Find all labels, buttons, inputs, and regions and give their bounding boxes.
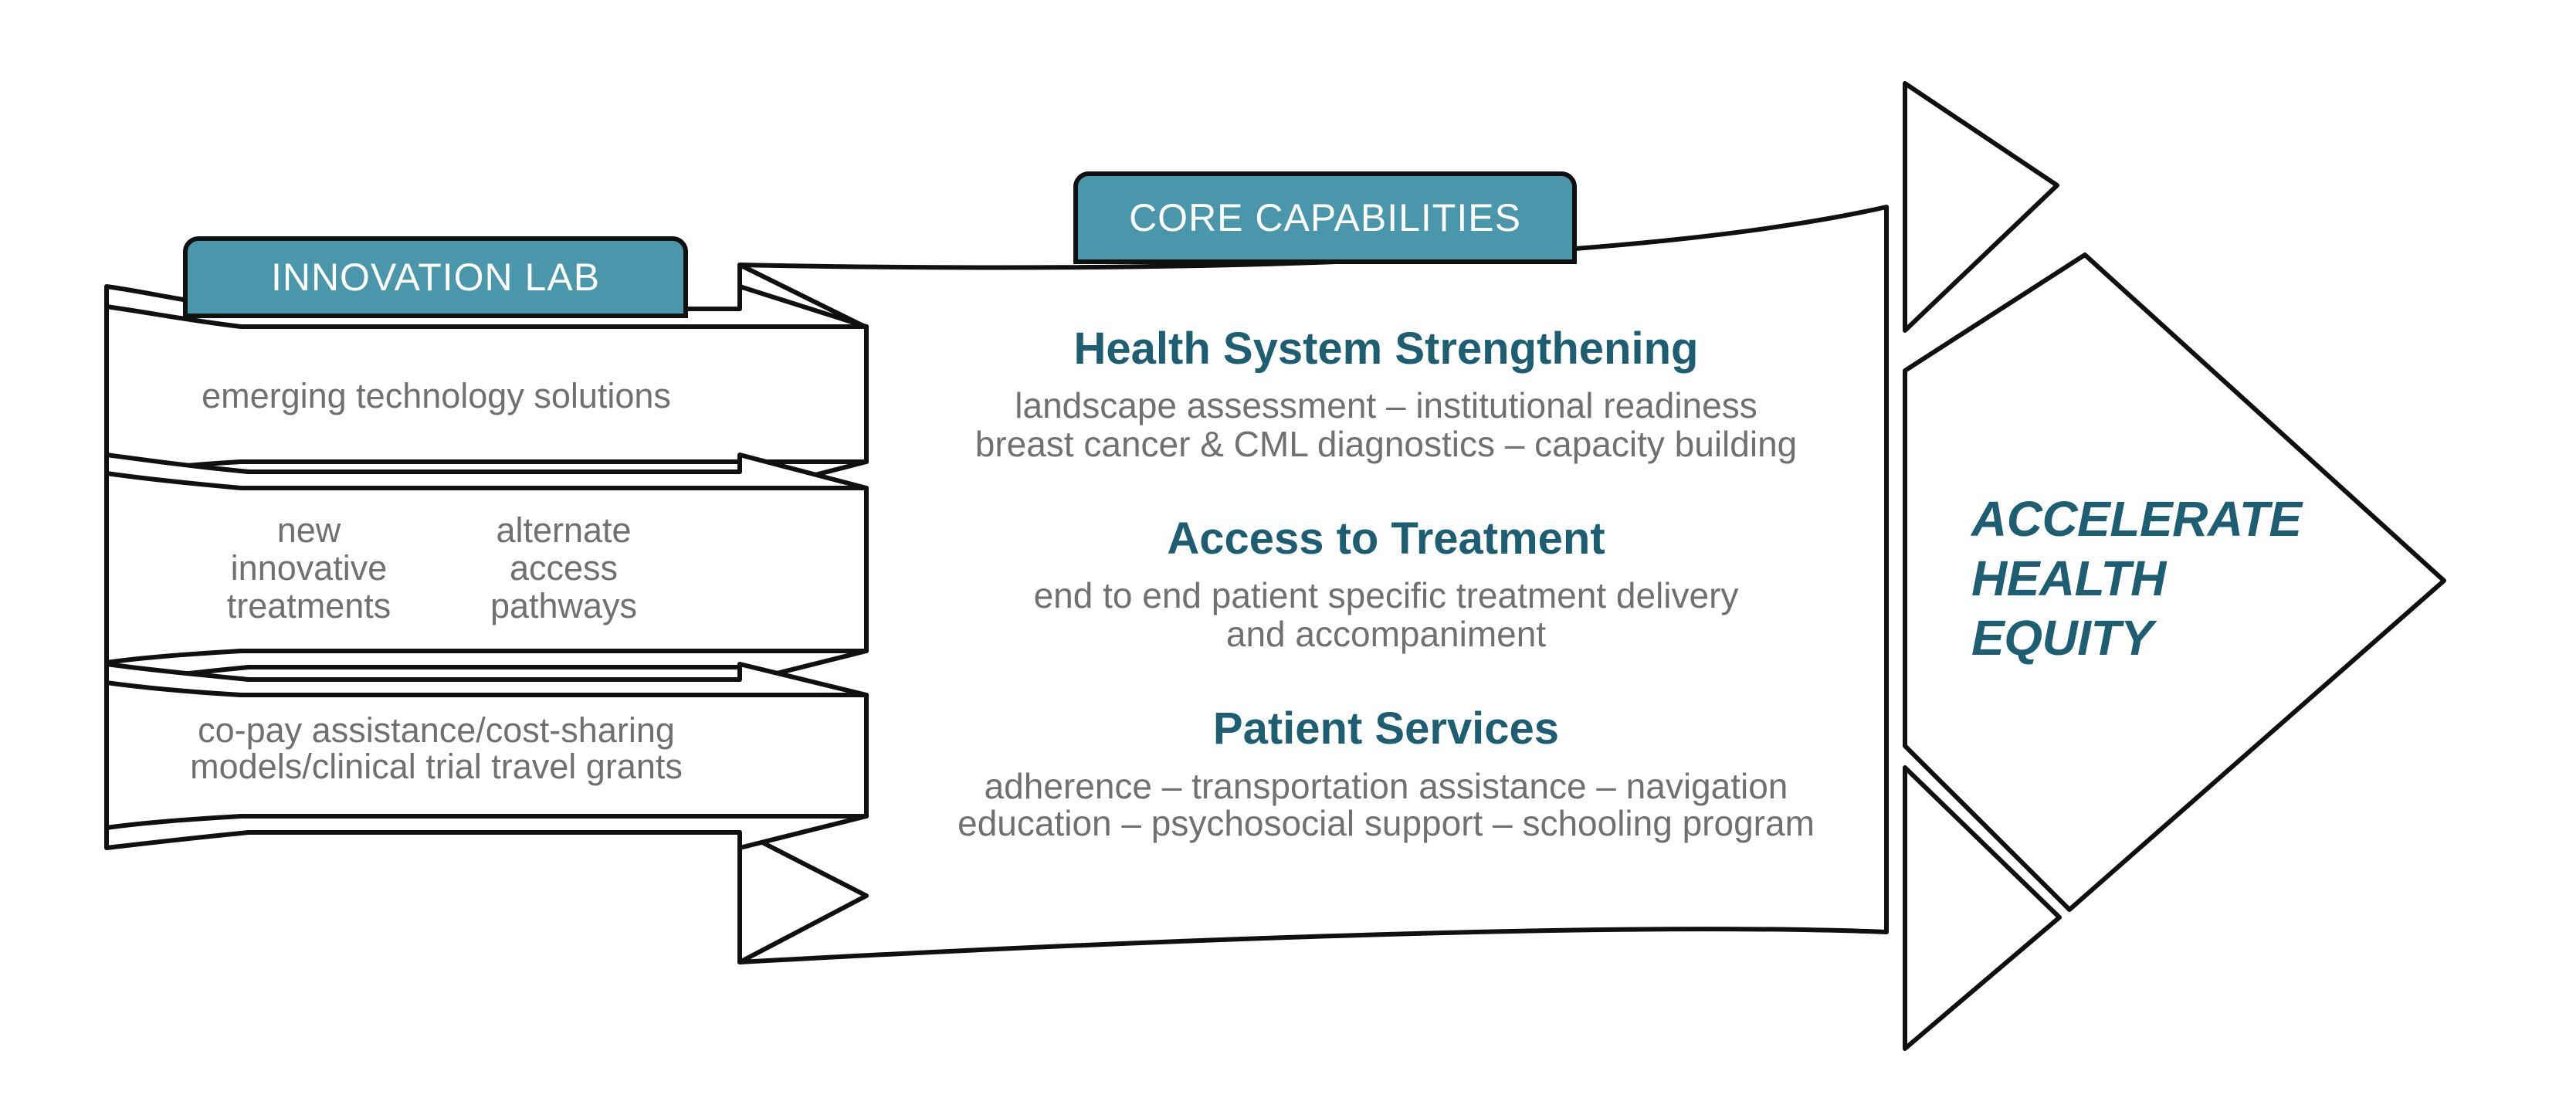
ps-line1: adherence – transportation assistance – … [984,766,1788,806]
ribbon-3-line1: co-pay assistance/cost-sharing [198,710,675,750]
section-access-to-treatment-body: end to end patient specific treatment de… [846,576,1927,653]
section-health-system-strengthening-heading: Health System Strengthening [1073,324,1699,374]
ribbon-2-col2-line3: pathways [490,586,638,625]
ribbon-2-col1-line2: innovative [230,548,388,588]
ribbon-2-inner-lines [104,471,869,665]
ribbon-2-col2-line2: access [509,548,619,588]
goal-line1: ACCELERATE [1971,491,2302,547]
section-patient-services-heading: Patient Services [1212,703,1560,754]
ribbon-3-line2: models/clinical trial travel grants [190,747,683,786]
section-patient-services-body: adherence – transportation assistance – … [846,768,1927,842]
ribbon-2-col1-label: new innovative treatments [193,511,425,625]
core-capabilities-title: CORE CAPABILITIES [1129,196,1521,239]
att-line1: end to end patient specific treatment de… [1033,575,1739,615]
ps-line2: education – psychosocial support – schoo… [958,803,1815,843]
goal-line2: HEALTH [1971,551,2166,606]
core-capabilities-header: CORE CAPABILITIES [1073,171,1577,264]
arrow-top-triangle [1903,81,2059,333]
core-banner-shape [737,205,1889,964]
ribbon-3-inner-lines [104,680,869,830]
hss-line1: landscape assessment – institutional rea… [1015,385,1757,425]
ribbon-2-col2-label: alternate access pathways [448,511,680,625]
section-access-to-treatment-heading: Access to Treatment [1167,514,1605,564]
ribbon-3-label: co-pay assistance/cost-sharing models/cl… [127,712,745,785]
section-health-system-strengthening-body: landscape assessment – institutional rea… [846,386,1927,463]
innovation-lab-header: INNOVATION LAB [183,236,688,318]
att-line2: and accompaniment [1225,614,1547,654]
arrow-bottom-triangle [1903,765,2062,1051]
goal-label: ACCELERATE HEALTH EQUITY [1971,490,2404,668]
ribbon-2-col1-line1: new [276,510,341,550]
goal-line3: EQUITY [1971,610,2154,666]
ribbon-2-col1-line3: treatments [226,586,391,625]
innovation-lab-title: INNOVATION LAB [270,256,601,299]
arrow-head-shape [1903,253,2446,912]
ribbon-1-label: emerging technology solutions [202,376,671,415]
ribbon-2-col2-line1: alternate [496,510,632,550]
hss-line2: breast cancer & CML diagnostics – capaci… [974,424,1798,464]
